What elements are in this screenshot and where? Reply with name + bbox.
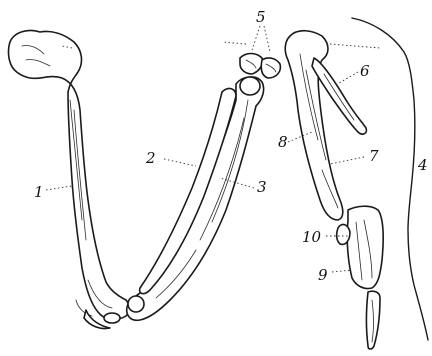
- carpometacarpus-bones: [285, 31, 366, 220]
- label-5: 5: [256, 8, 266, 26]
- label-9: 9: [318, 266, 328, 284]
- digit-phalanges: [337, 206, 384, 349]
- label-4: 4: [417, 156, 428, 174]
- label-2: 2: [145, 149, 156, 167]
- label-1: 1: [34, 183, 44, 201]
- label-6: 6: [360, 62, 370, 80]
- label-10: 10: [302, 228, 322, 246]
- humerus-bone: [9, 30, 130, 328]
- label-7: 7: [369, 147, 379, 165]
- label-8: 8: [278, 133, 288, 151]
- label-3: 3: [257, 178, 267, 196]
- carpal-bones: [240, 54, 280, 79]
- radius-ulna-bones: [127, 77, 264, 320]
